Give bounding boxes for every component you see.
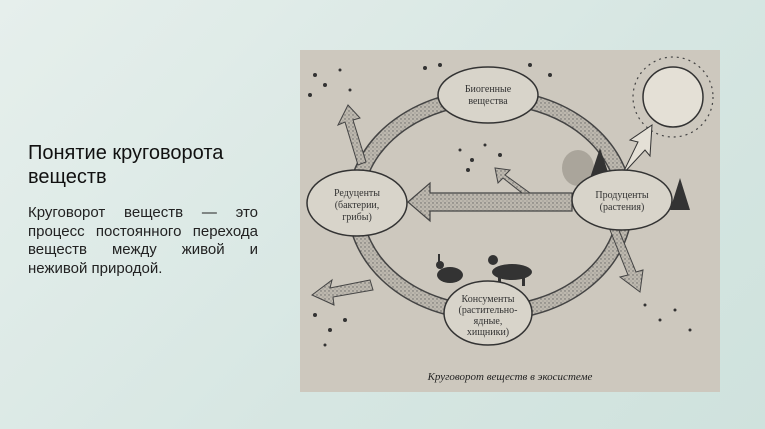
arrow-producents-to-reducents bbox=[407, 167, 573, 223]
arrow-out-bottomleft bbox=[311, 278, 374, 306]
svg-text:ядные,: ядные, bbox=[474, 316, 503, 327]
arrow-out-bottomright bbox=[609, 227, 644, 293]
svg-text:(растительно-: (растительно- bbox=[459, 305, 518, 316]
svg-text:Редуценты: Редуценты bbox=[334, 188, 380, 199]
slide-title: Понятие круговорота веществ bbox=[28, 142, 224, 188]
svg-text:(растения): (растения) bbox=[600, 202, 645, 213]
svg-text:грибы): грибы) bbox=[342, 212, 372, 223]
figure-caption: Круговорот веществ в экосистеме bbox=[427, 371, 593, 383]
particles bbox=[308, 63, 692, 347]
node-reducents: Редуценты (бактерии, грибы) bbox=[306, 169, 408, 237]
svg-text:Консументы: Консументы bbox=[462, 294, 515, 305]
wolf-icon bbox=[488, 255, 532, 286]
rabbit-icon bbox=[436, 254, 463, 283]
svg-text:вещества: вещества bbox=[468, 96, 508, 107]
arrow-out-topleft bbox=[336, 104, 367, 166]
svg-text:(бактерии,: (бактерии, bbox=[335, 200, 380, 211]
svg-text:Продуценты: Продуценты bbox=[595, 190, 649, 201]
node-biogenic: Биогенные вещества bbox=[437, 66, 539, 124]
slide-body-text: Круговорот веществ — это процесс постоян… bbox=[28, 204, 258, 277]
svg-text:Биогенные: Биогенные bbox=[465, 84, 512, 95]
sun-icon bbox=[621, 56, 714, 176]
node-producents: Продуценты (растения) bbox=[571, 169, 673, 231]
node-consumers: Консументы (растительно- ядные, хищники) bbox=[443, 280, 533, 346]
trees-icon bbox=[562, 148, 690, 210]
ecosystem-cycle-diagram: Биогенные вещества Редуценты (бактерии, … bbox=[300, 50, 720, 392]
svg-text:хищники): хищники) bbox=[467, 327, 509, 338]
